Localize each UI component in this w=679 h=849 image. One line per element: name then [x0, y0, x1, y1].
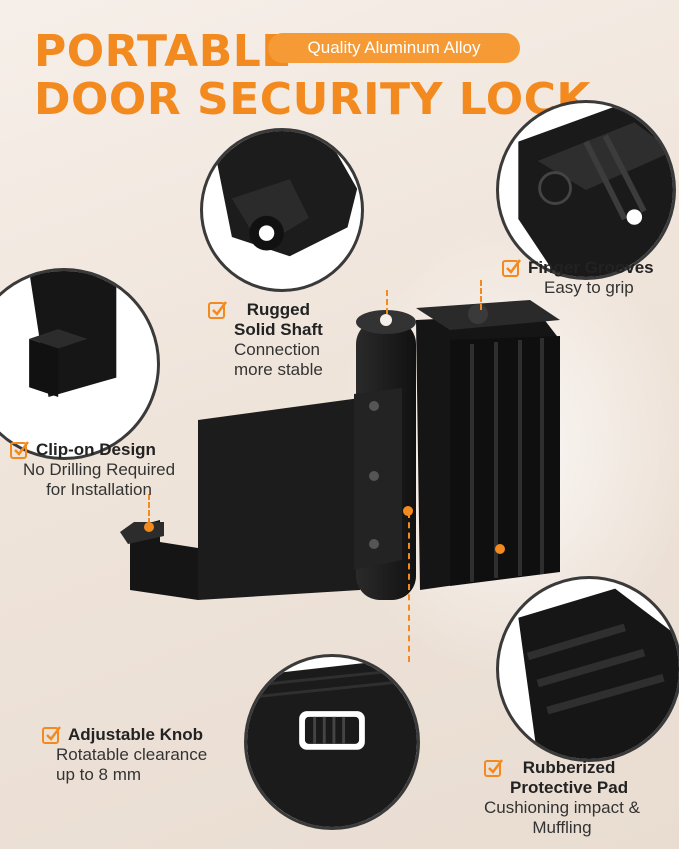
material-badge: Quality Aluminum Alloy [268, 33, 520, 63]
title-line-2: DOOR SECURITY LOCK [34, 74, 592, 125]
shaft-detail-image [200, 128, 364, 292]
clip-title: Clip-on Design [36, 440, 156, 459]
check-box-icon [484, 758, 504, 778]
shaft-title-2: Solid Shaft [234, 320, 323, 339]
clip-leader-dot [144, 522, 154, 532]
knob-desc-1: Rotatable clearance [56, 745, 208, 764]
feature-rugged-shaft: Rugged Solid Shaft Connection more stabl… [208, 300, 323, 380]
feature-adjustable-knob: Adjustable Knob Rotatable clearance up t… [42, 725, 207, 785]
knob-detail-image [244, 654, 420, 830]
pad-title-2: Protective Pad [510, 778, 629, 797]
pad-desc-1: Cushioning impact & [484, 798, 640, 817]
clip-desc-2: for Installation [46, 480, 152, 499]
feature-finger-grooves: Finger Grooves Easy to grip [502, 258, 654, 298]
check-box-icon [502, 258, 522, 278]
title-line-1: PORTABLE [34, 26, 292, 77]
pad-desc-2: Muffling [532, 818, 592, 837]
grooves-title: Finger Grooves [528, 258, 654, 277]
knob-desc-2: up to 8 mm [56, 765, 142, 784]
grooves-leader-line [480, 280, 482, 310]
grooves-desc: Easy to grip [544, 278, 634, 297]
check-box-icon [208, 300, 228, 320]
check-box-icon [10, 440, 30, 460]
shaft-desc-1: Connection [234, 340, 321, 359]
feature-protective-pad: Rubberized Protective Pad Cushioning imp… [484, 758, 640, 838]
check-box-icon [42, 725, 62, 745]
pad-leader-dot [495, 544, 505, 554]
door-lock-product-image [120, 300, 560, 600]
pad-title-1: Rubberized [522, 758, 616, 777]
feature-clip-on: Clip-on Design No Drilling Required for … [6, 440, 192, 500]
knob-leader-dot [403, 506, 413, 516]
shaft-leader-line [386, 290, 388, 314]
clip-desc-1: No Drilling Required [22, 460, 176, 479]
clip-leader-line [148, 494, 150, 524]
grooves-detail-image [496, 100, 676, 280]
clip-detail-image [0, 268, 160, 460]
knob-title: Adjustable Knob [68, 725, 204, 744]
shaft-desc-2: more stable [234, 360, 323, 379]
knob-leader-line [408, 512, 410, 662]
shaft-title-1: Rugged [246, 300, 311, 319]
pad-detail-image [496, 576, 679, 762]
